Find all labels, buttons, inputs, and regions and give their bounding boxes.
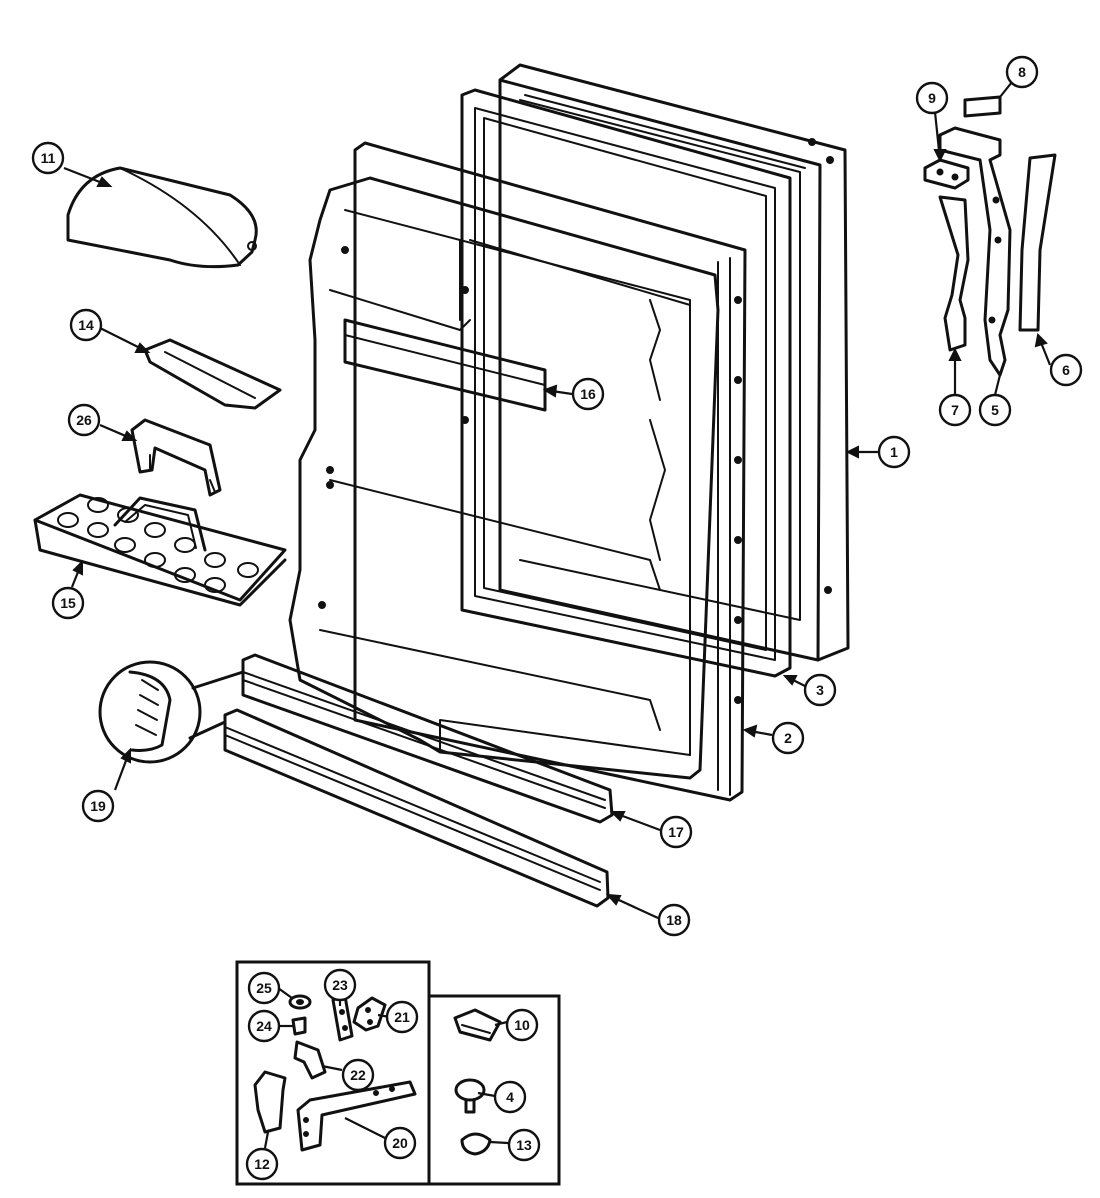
callout-label: 19 (90, 798, 106, 814)
leader-20 (344, 1117, 386, 1139)
callout-26: 26 (67, 403, 101, 437)
callout-label: 15 (60, 595, 76, 611)
callout-23: 23 (323, 968, 357, 1002)
leader-4 (477, 1091, 496, 1098)
callout-10: 10 (505, 1008, 539, 1042)
callout-label: 12 (254, 1156, 270, 1172)
bushing-24 (291, 1016, 307, 1036)
hinge-plate-9 (923, 158, 970, 190)
callout-label: 9 (928, 90, 936, 106)
callout-14: 14 (69, 308, 103, 342)
callout-label: 23 (332, 977, 348, 993)
hinge-spacer-6 (1018, 153, 1057, 332)
hinge-pin-bracket-21 (352, 996, 387, 1032)
egg-tray (33, 493, 287, 607)
plug-4 (454, 1078, 486, 1102)
callout-label: 17 (668, 824, 684, 840)
callout-20: 20 (383, 1126, 417, 1160)
hinge-cover-8 (963, 95, 1002, 118)
egg-tray-handle (130, 418, 222, 497)
hinge-bar-20 (296, 1080, 417, 1152)
callout-19: 19 (81, 789, 115, 823)
callout-21: 21 (385, 1000, 419, 1034)
callout-15: 15 (51, 586, 85, 620)
callout-label: 5 (991, 402, 999, 418)
callout-22: 22 (341, 1058, 375, 1092)
callout-label: 3 (816, 682, 824, 698)
hinge-cap-12 (253, 1070, 287, 1134)
callout-label: 24 (256, 1018, 272, 1034)
door-gasket (460, 88, 792, 678)
callout-6: 6 (1049, 353, 1083, 387)
leader-22 (321, 1064, 343, 1072)
callout-7: 7 (938, 393, 972, 427)
inset-parts-left (253, 994, 417, 1152)
callout-label: 1 (890, 444, 898, 460)
door-liner-shelving (288, 176, 720, 780)
shelf-bar (343, 318, 547, 412)
hinge-assembly (923, 95, 1057, 377)
callout-16: 16 (571, 377, 605, 411)
callout-label: 7 (951, 402, 959, 418)
callout-11: 11 (31, 141, 65, 175)
callout-label: 26 (76, 412, 92, 428)
outer-door-panel (498, 63, 850, 662)
callout-label: 8 (1018, 64, 1026, 80)
leader-8 (999, 81, 1013, 98)
hinge-arm-7 (938, 195, 970, 352)
callout-label: 20 (392, 1135, 408, 1151)
callout-label: 22 (350, 1067, 366, 1083)
leader-5 (993, 374, 1002, 396)
callout-25: 25 (247, 971, 281, 1005)
rail-detail-magnifier (98, 660, 245, 764)
callout-9: 9 (915, 81, 949, 115)
callout-13: 13 (507, 1128, 541, 1162)
callout-label: 16 (580, 386, 596, 402)
clip-10 (453, 1008, 502, 1042)
leader-25 (277, 987, 293, 999)
callout-label: 21 (394, 1009, 410, 1025)
callout-2: 2 (771, 721, 805, 755)
callout-label: 11 (41, 150, 56, 166)
door-rail-upper (241, 653, 614, 824)
callout-1: 1 (877, 435, 911, 469)
callout-18: 18 (657, 903, 691, 937)
hinge-22 (293, 1040, 327, 1080)
callout-12: 12 (245, 1147, 279, 1181)
leader-10 (494, 1020, 508, 1027)
leader-13 (489, 1140, 509, 1145)
callout-5: 5 (978, 393, 1012, 427)
callout-label: 18 (666, 912, 682, 928)
leader-lines (63, 81, 1052, 1149)
callout-24: 24 (247, 1009, 281, 1043)
callout-label: 14 (78, 317, 94, 333)
callout-label: 4 (506, 1089, 514, 1105)
hinge-bracket-5 (938, 126, 1012, 377)
callout-17: 17 (659, 815, 693, 849)
shim-23 (331, 994, 354, 1042)
cap-13 (460, 1132, 492, 1156)
washer-25 (288, 994, 312, 1010)
callout-label: 13 (516, 1137, 532, 1153)
callout-4: 4 (493, 1080, 527, 1114)
dairy-door-cover (66, 166, 258, 269)
inner-door-liner (353, 141, 747, 802)
callout-label: 10 (514, 1017, 530, 1033)
callout-3: 3 (803, 673, 837, 707)
callout-8: 8 (1005, 55, 1039, 89)
inset-parts-right (453, 1008, 502, 1156)
inset-panel-right (427, 994, 561, 1186)
butter-tray (143, 338, 282, 410)
leader-12 (263, 1131, 270, 1149)
callout-label: 25 (256, 980, 272, 996)
callout-label: 6 (1062, 362, 1070, 378)
door-rail-lower (223, 708, 610, 908)
callout-label: 2 (784, 730, 792, 746)
